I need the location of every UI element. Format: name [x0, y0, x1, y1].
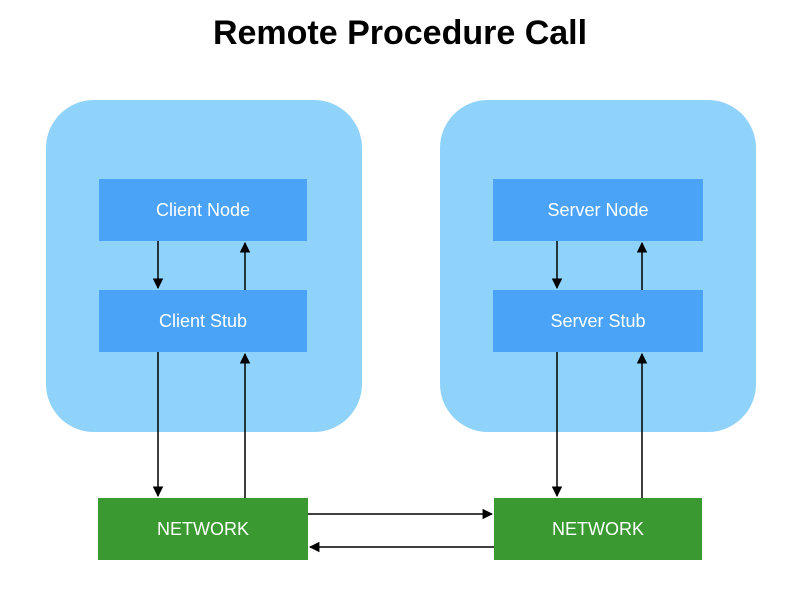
client-node-label: Client Node: [155, 199, 251, 220]
client-network-label: NETWORK: [157, 518, 249, 539]
client-container: [46, 100, 362, 432]
server-container: [440, 100, 756, 432]
diagram-title: Remote Procedure Call: [212, 14, 588, 52]
server-network-box: NETWORK: [494, 498, 702, 560]
client-stub-label: Client Stub: [158, 310, 248, 331]
server-node-label: Server Node: [547, 199, 649, 220]
client-stub-box: Client Stub: [99, 290, 307, 352]
server-stub-box: Server Stub: [493, 290, 703, 352]
server-node-box: Server Node: [493, 179, 703, 241]
client-node-box: Client Node: [99, 179, 307, 241]
server-network-label: NETWORK: [552, 518, 644, 539]
client-network-box: NETWORK: [98, 498, 308, 560]
server-stub-label: Server Stub: [550, 310, 646, 331]
